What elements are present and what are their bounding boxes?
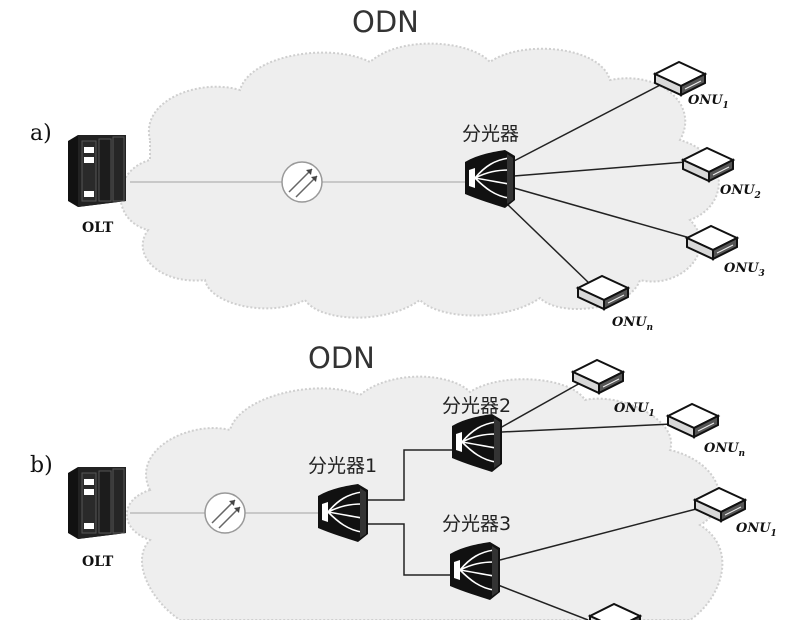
odn-cloud-a xyxy=(119,42,720,319)
odn-title-b: ODN xyxy=(308,341,375,375)
onu-icon-bn xyxy=(667,403,719,438)
drop-fiber-onun-b xyxy=(501,423,673,433)
onu-label-bn: ONUn xyxy=(704,441,745,459)
onu-label-b3-1: ONU1 xyxy=(736,521,777,539)
splitter-label-a: 分光器 xyxy=(462,123,519,145)
connector-icon-a xyxy=(281,161,323,203)
diagram-a: ODN a) OLT 分光器 ONU1 ONU2 ONU3 ONUn xyxy=(30,5,765,333)
drop-fiber-onu1-b xyxy=(499,381,583,429)
panel-label-a: a) xyxy=(30,121,52,146)
olt-label-b: OLT xyxy=(82,554,114,570)
olt-rack-icon-a xyxy=(67,134,127,208)
drop-fiber-onu1-b3 xyxy=(499,507,701,561)
panel-label-b: b) xyxy=(30,453,53,478)
diagram-b: ODN b) OLT 分光器1 分光器2 分光器3 ONU1 ONUn ONU1 xyxy=(30,341,777,620)
drop-fiber-onun-a xyxy=(504,201,591,285)
onu-label-an: ONUn xyxy=(612,315,653,333)
odn-cloud-b xyxy=(125,375,724,620)
olt-label-a: OLT xyxy=(82,220,114,236)
onu-label-a2: ONU2 xyxy=(720,183,761,201)
onu-label-b1: ONU1 xyxy=(614,401,655,419)
onu-label-a1: ONU1 xyxy=(688,93,729,111)
connector-icon-b xyxy=(204,492,246,534)
drop-fiber-onu1-a xyxy=(511,81,667,163)
splitter2-label: 分光器2 xyxy=(442,395,511,417)
drop-fiber-cropped-b3 xyxy=(497,584,589,620)
odn-title-a: ODN xyxy=(352,5,419,39)
onu-label-a3: ONU3 xyxy=(724,261,765,279)
splitter3-label: 分光器3 xyxy=(442,513,511,535)
olt-rack-icon-b xyxy=(67,466,127,540)
fiber-splitter1-to-2 xyxy=(368,449,452,501)
drop-fiber-onu2-a xyxy=(513,161,687,177)
fiber-splitter1-to-3 xyxy=(368,523,450,576)
splitter1-label: 分光器1 xyxy=(308,455,377,477)
onu-icon-b1 xyxy=(572,359,624,394)
drop-fiber-onu3-a xyxy=(513,187,691,239)
